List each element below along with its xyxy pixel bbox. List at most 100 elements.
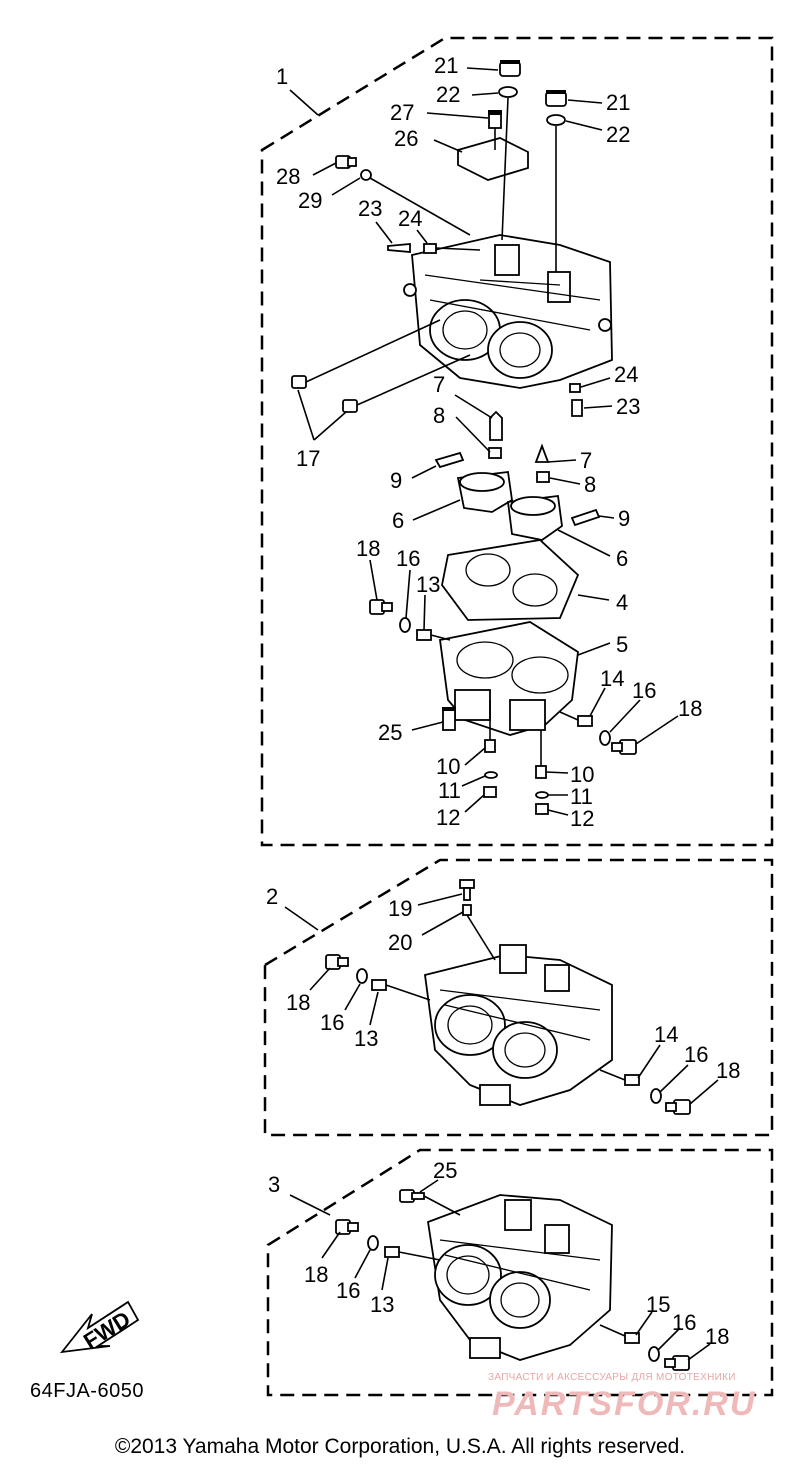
screw-15 — [624, 1332, 640, 1344]
callout-18: 18 — [716, 1058, 740, 1083]
callout-12: 12 — [436, 805, 460, 830]
callout-labels: 1 21 22 21 22 27 26 28 29 23 24 17 24 23… — [266, 53, 740, 1349]
callout-11: 11 — [438, 778, 461, 803]
screw-27 — [488, 110, 502, 129]
callout-4: 4 — [616, 590, 628, 615]
main-jet-10b — [535, 765, 547, 779]
leader-lines-group3 — [289, 1179, 711, 1361]
group-box-1 — [260, 36, 774, 847]
o-ring-16a — [399, 617, 411, 633]
leader-lines-group2 — [284, 893, 719, 1105]
callout-15: 15 — [646, 1292, 670, 1317]
spring-24b — [569, 383, 581, 393]
callout-7: 7 — [433, 372, 445, 397]
pin-9b — [570, 508, 601, 527]
callout-19: 19 — [388, 896, 412, 921]
callout-8: 8 — [584, 472, 596, 497]
callout-22: 22 — [606, 122, 630, 147]
float-6b — [506, 495, 563, 541]
callout-16: 16 — [632, 678, 656, 703]
callout-5: 5 — [616, 632, 628, 657]
screw-18a — [369, 599, 393, 615]
callout-9: 9 — [390, 468, 402, 493]
pilot-screw-23a — [387, 243, 411, 253]
callout-18: 18 — [304, 1262, 328, 1287]
callout-26: 26 — [394, 126, 418, 151]
spring-20 — [462, 904, 472, 916]
screw-13c — [384, 1246, 400, 1258]
plug-21b — [545, 90, 567, 107]
screw-18c — [325, 954, 349, 970]
callout-10: 10 — [436, 754, 460, 779]
fwd-arrow-icon: FWD — [59, 1300, 140, 1354]
washer-22b — [546, 114, 566, 126]
callout-24: 24 — [398, 206, 422, 231]
main-jet-10a — [484, 739, 496, 753]
screw-13b — [371, 979, 387, 991]
callout-3: 3 — [268, 1172, 280, 1197]
callout-20: 20 — [388, 930, 412, 955]
gasket-4 — [441, 539, 580, 621]
drain-screw-25a — [442, 707, 456, 731]
leader-lines-group1 — [289, 67, 679, 816]
carburetor-body-3 — [426, 1194, 613, 1361]
carburetor-body-2 — [424, 944, 613, 1106]
callout-18: 18 — [678, 696, 702, 721]
o-ring-16b — [599, 730, 611, 746]
callout-16: 16 — [336, 1278, 360, 1303]
float-6a — [456, 471, 513, 513]
callout-16: 16 — [396, 546, 420, 571]
pin-9a — [434, 451, 465, 469]
screw-18f — [664, 1355, 690, 1371]
needle-7b — [534, 443, 550, 463]
callout-16: 16 — [672, 1310, 696, 1335]
o-ring-16f — [648, 1346, 660, 1362]
needle-7a — [489, 410, 503, 441]
copyright-notice: ©2013 Yamaha Motor Corporation, U.S.A. A… — [114, 1435, 686, 1458]
callout-21: 21 — [434, 53, 458, 78]
callout-1: 1 — [276, 64, 288, 89]
washer-22a — [498, 86, 518, 98]
callout-21: 21 — [606, 90, 630, 115]
callout-18: 18 — [286, 990, 310, 1015]
callout-12: 12 — [570, 806, 594, 831]
watermark-brand[interactable]: PARTSFOR.RU — [492, 1385, 757, 1423]
callout-14: 14 — [600, 666, 624, 691]
callout-6: 6 — [616, 546, 628, 571]
plug-12b — [535, 803, 549, 815]
callout-7: 7 — [580, 448, 592, 473]
watermark-tagline: ЗАПЧАСТИ И АКСЕССУАРЫ ДЛЯ МОТОТЕХНИКИ — [488, 1372, 736, 1383]
callout-18: 18 — [356, 536, 380, 561]
diagram-code: 64FJA-6050 — [30, 1380, 144, 1402]
callout-13: 13 — [370, 1292, 394, 1317]
callout-13: 13 — [416, 572, 440, 597]
o-ring-16d — [650, 1088, 662, 1104]
screw-28 — [335, 155, 357, 169]
callout-23: 23 — [358, 196, 382, 221]
callout-10: 10 — [570, 762, 594, 787]
group-box-3 — [266, 1148, 774, 1397]
callout-18: 18 — [705, 1324, 729, 1349]
screw-13a — [416, 629, 432, 641]
callout-27: 27 — [390, 100, 414, 125]
callout-14: 14 — [654, 1022, 678, 1047]
screw-18b — [611, 739, 637, 755]
callout-11: 11 — [570, 784, 593, 809]
callout-16: 16 — [320, 1010, 344, 1035]
plug-12a — [483, 786, 497, 798]
carburetor-body-upper — [403, 234, 613, 389]
screw-18d — [665, 1099, 691, 1115]
plug-17b — [342, 399, 358, 413]
float-chamber-5 — [438, 621, 579, 736]
callout-13: 13 — [354, 1026, 378, 1051]
callout-16: 16 — [684, 1042, 708, 1067]
callout-28: 28 — [276, 164, 300, 189]
callout-17: 17 — [296, 446, 320, 471]
callout-9: 9 — [618, 506, 630, 531]
plug-17a — [291, 375, 307, 389]
washer-29 — [360, 169, 372, 181]
callout-2: 2 — [266, 884, 278, 909]
callout-29: 29 — [298, 188, 322, 213]
screw-18e — [335, 1219, 359, 1235]
